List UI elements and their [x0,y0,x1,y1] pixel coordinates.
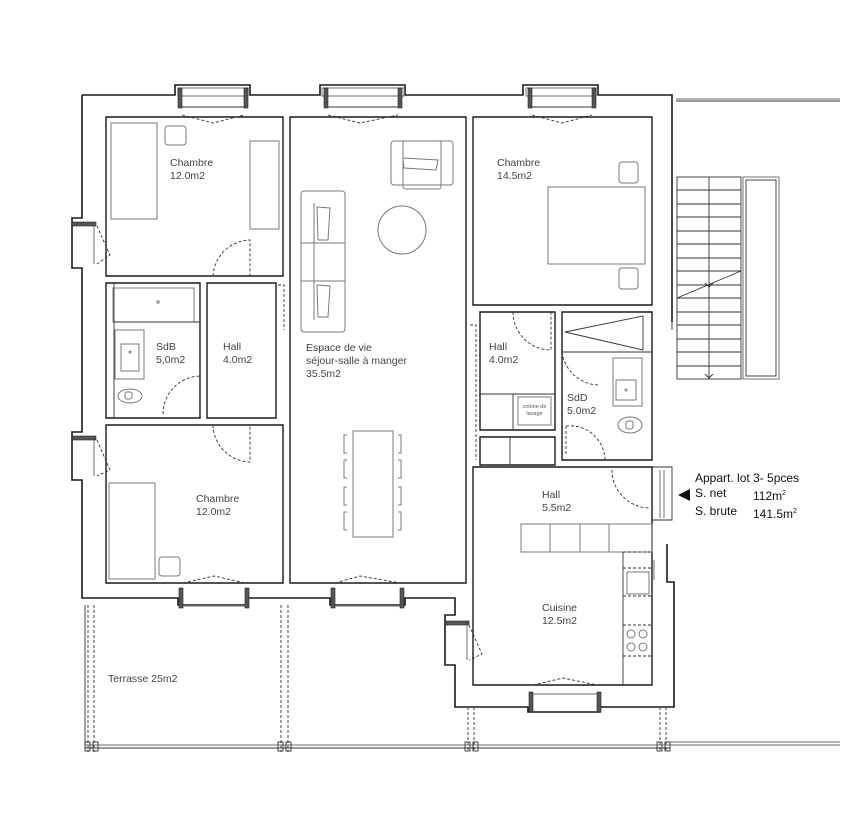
room-hall-1: Hall 4.0m2 [223,341,252,367]
chambre-2-furniture [547,161,646,290]
room-name: Hall [223,341,242,353]
room-espace-de-vie: Espace de vie séjour-salle à manger 35.5… [306,342,407,381]
room-subtitle: séjour-salle à manger [306,355,407,367]
room-name: Hall [542,489,561,501]
room-area: 5,0m2 [156,354,186,366]
apartment-info: Appart. lot 3- 5pces S. net 112m2 S. bru… [695,471,799,522]
washer-column-label: colone de lavage [522,404,547,417]
room-area: 12.0m2 [170,170,206,182]
room-name: SdD [567,392,588,404]
room-terrasse: Terrasse 25m2 [108,673,177,686]
room-sdd: SdD 5.0m2 [567,392,596,418]
net-area-label: S. net [695,486,727,500]
room-area: 14.5m2 [497,170,533,182]
room-name: Cuisine [542,602,578,614]
room-chambre-1: Chambre 12.0m2 [170,157,213,183]
room-area: 4.0m2 [223,354,253,366]
room-name: SdB [156,341,176,353]
room-name: Espace de vie [306,342,372,354]
gross-area-label: S. brute [695,504,738,518]
kitchen-fixtures [520,523,653,685]
terrace [84,605,840,752]
room-name: Hall [489,341,508,353]
room-hall-3: Hall 5.5m2 [542,489,571,515]
room-name: Chambre [170,157,214,169]
apartment-title: Appart. lot 3- 5pces [695,471,800,485]
room-name: Chambre [497,157,541,169]
room-area: 35.5m2 [306,368,342,380]
windows [71,87,665,713]
gross-area-row: S. brute 141.5m2 [695,504,799,522]
pointer-arrow-icon [678,489,690,501]
sdd-fixtures [480,315,652,465]
room-area: 4.0m2 [489,354,519,366]
living-furniture [300,140,454,538]
net-area-row: S. net 112m2 [695,486,799,504]
room-area: 12.0m2 [196,506,232,518]
room-name: Terrasse 25m2 [108,673,178,685]
room-sdb: SdB 5,0m2 [156,341,185,367]
room-chambre-3: Chambre 12.0m2 [196,493,239,519]
sdb-fixtures [112,283,200,418]
room-area: 12.5m2 [542,615,578,627]
chambre-3-furniture [108,482,181,580]
room-name: Chambre [196,493,240,505]
outer-walls [71,84,675,713]
staircase [676,98,840,380]
gross-area-value: 141.5m2 [753,507,797,521]
net-area-value: 112m2 [753,489,787,503]
doors [162,239,651,509]
room-area: 5.5m2 [542,502,572,514]
room-hall-2: Hall 4.0m2 [489,341,518,367]
room-area: 5.0m2 [567,405,597,417]
chambre-1-furniture [110,122,280,230]
room-cuisine: Cuisine 12.5m2 [542,602,577,628]
room-chambre-2: Chambre 14.5m2 [497,157,540,183]
